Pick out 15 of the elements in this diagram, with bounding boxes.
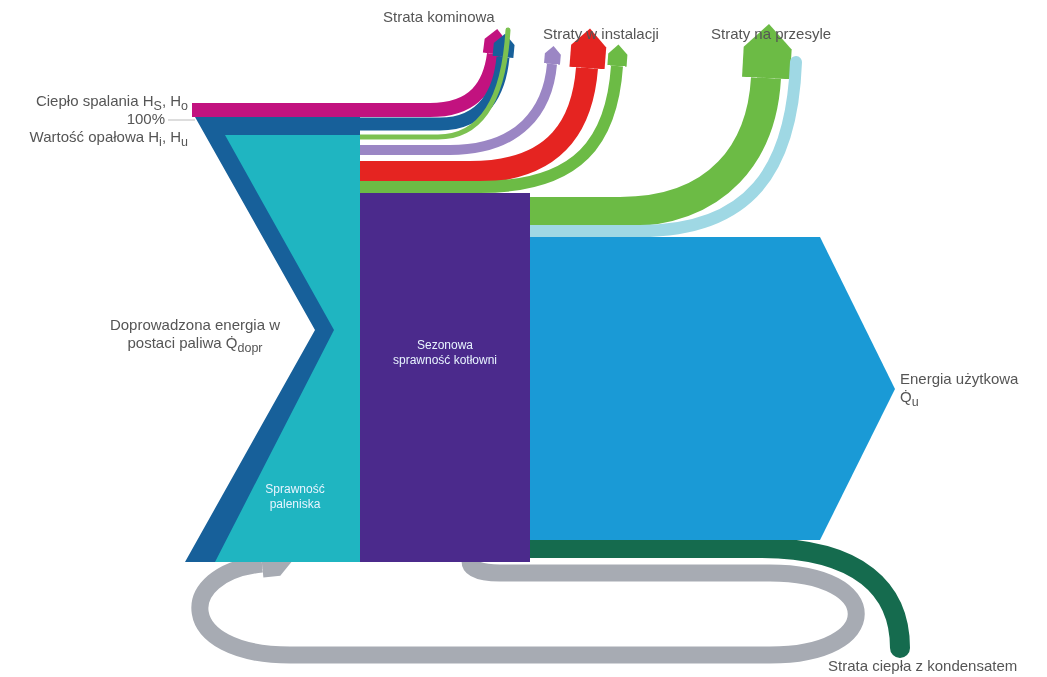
band-label: Sprawność paleniska <box>264 482 326 512</box>
flow-ribbon <box>360 44 628 193</box>
node-caption: Doprowadzona energia w postaci paliwa Q̇$_{dopr}$ <box>108 316 282 357</box>
loss-label: Strata kominowa <box>383 8 523 26</box>
loss-label: Strata ciepła z kondensatem <box>828 657 1018 675</box>
flow-ribbon <box>360 46 562 155</box>
flow-ribbon <box>530 24 793 227</box>
band-label: Sezonowa sprawność kotłowni <box>391 338 498 368</box>
output-arrow <box>530 237 895 540</box>
flow-ribbon <box>360 28 607 183</box>
node-caption: Energia użytkowa Q̇$_{u}$ <box>900 370 1020 411</box>
side-label: Wartość opałowa H$_{i}$, H$_{u}$ <box>28 128 188 151</box>
loss-label: Straty w instalacji <box>543 25 678 43</box>
flow-ribbon <box>360 33 515 131</box>
loss-label: Straty na przesyle <box>711 25 856 43</box>
